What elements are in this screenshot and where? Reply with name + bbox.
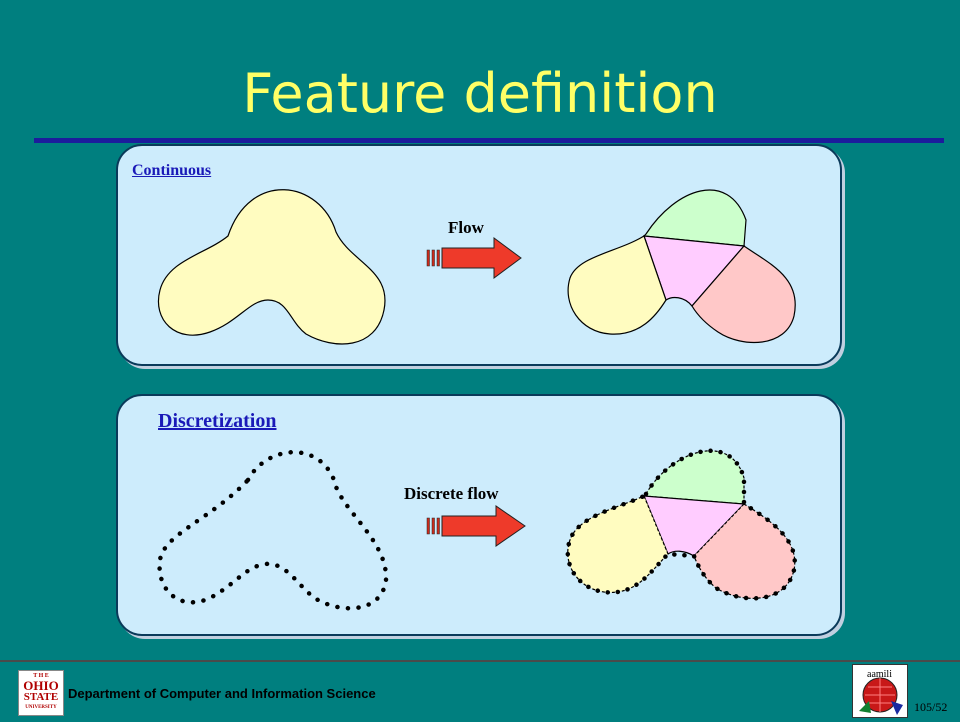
continuous-label: Continuous xyxy=(132,162,212,179)
footer-divider xyxy=(0,660,960,662)
lab-logo: aamili xyxy=(852,664,908,718)
discrete-point-shape xyxy=(157,450,389,611)
page-number: 105/52 xyxy=(914,700,948,714)
globe-logo-icon: aamili xyxy=(859,669,903,715)
slide-title: Feature definition xyxy=(242,62,718,125)
discretization-label: Discretization xyxy=(158,410,277,432)
lab-logo-text: aamili xyxy=(867,669,892,680)
discrete-flow-arrow xyxy=(426,505,526,547)
department-name: Department of Computer and Information S… xyxy=(68,686,376,701)
flow-arrow xyxy=(426,237,522,279)
discrete-segmented-shape xyxy=(565,448,798,601)
discrete-flow-label: Discrete flow xyxy=(404,484,499,503)
flow-label: Flow xyxy=(448,218,484,237)
ohio-state-logo: T H E OHIO STATE UNIVERSITY xyxy=(18,670,64,716)
continuous-shape xyxy=(157,189,386,345)
segmented-shape xyxy=(567,189,796,343)
title-underline xyxy=(34,138,944,143)
